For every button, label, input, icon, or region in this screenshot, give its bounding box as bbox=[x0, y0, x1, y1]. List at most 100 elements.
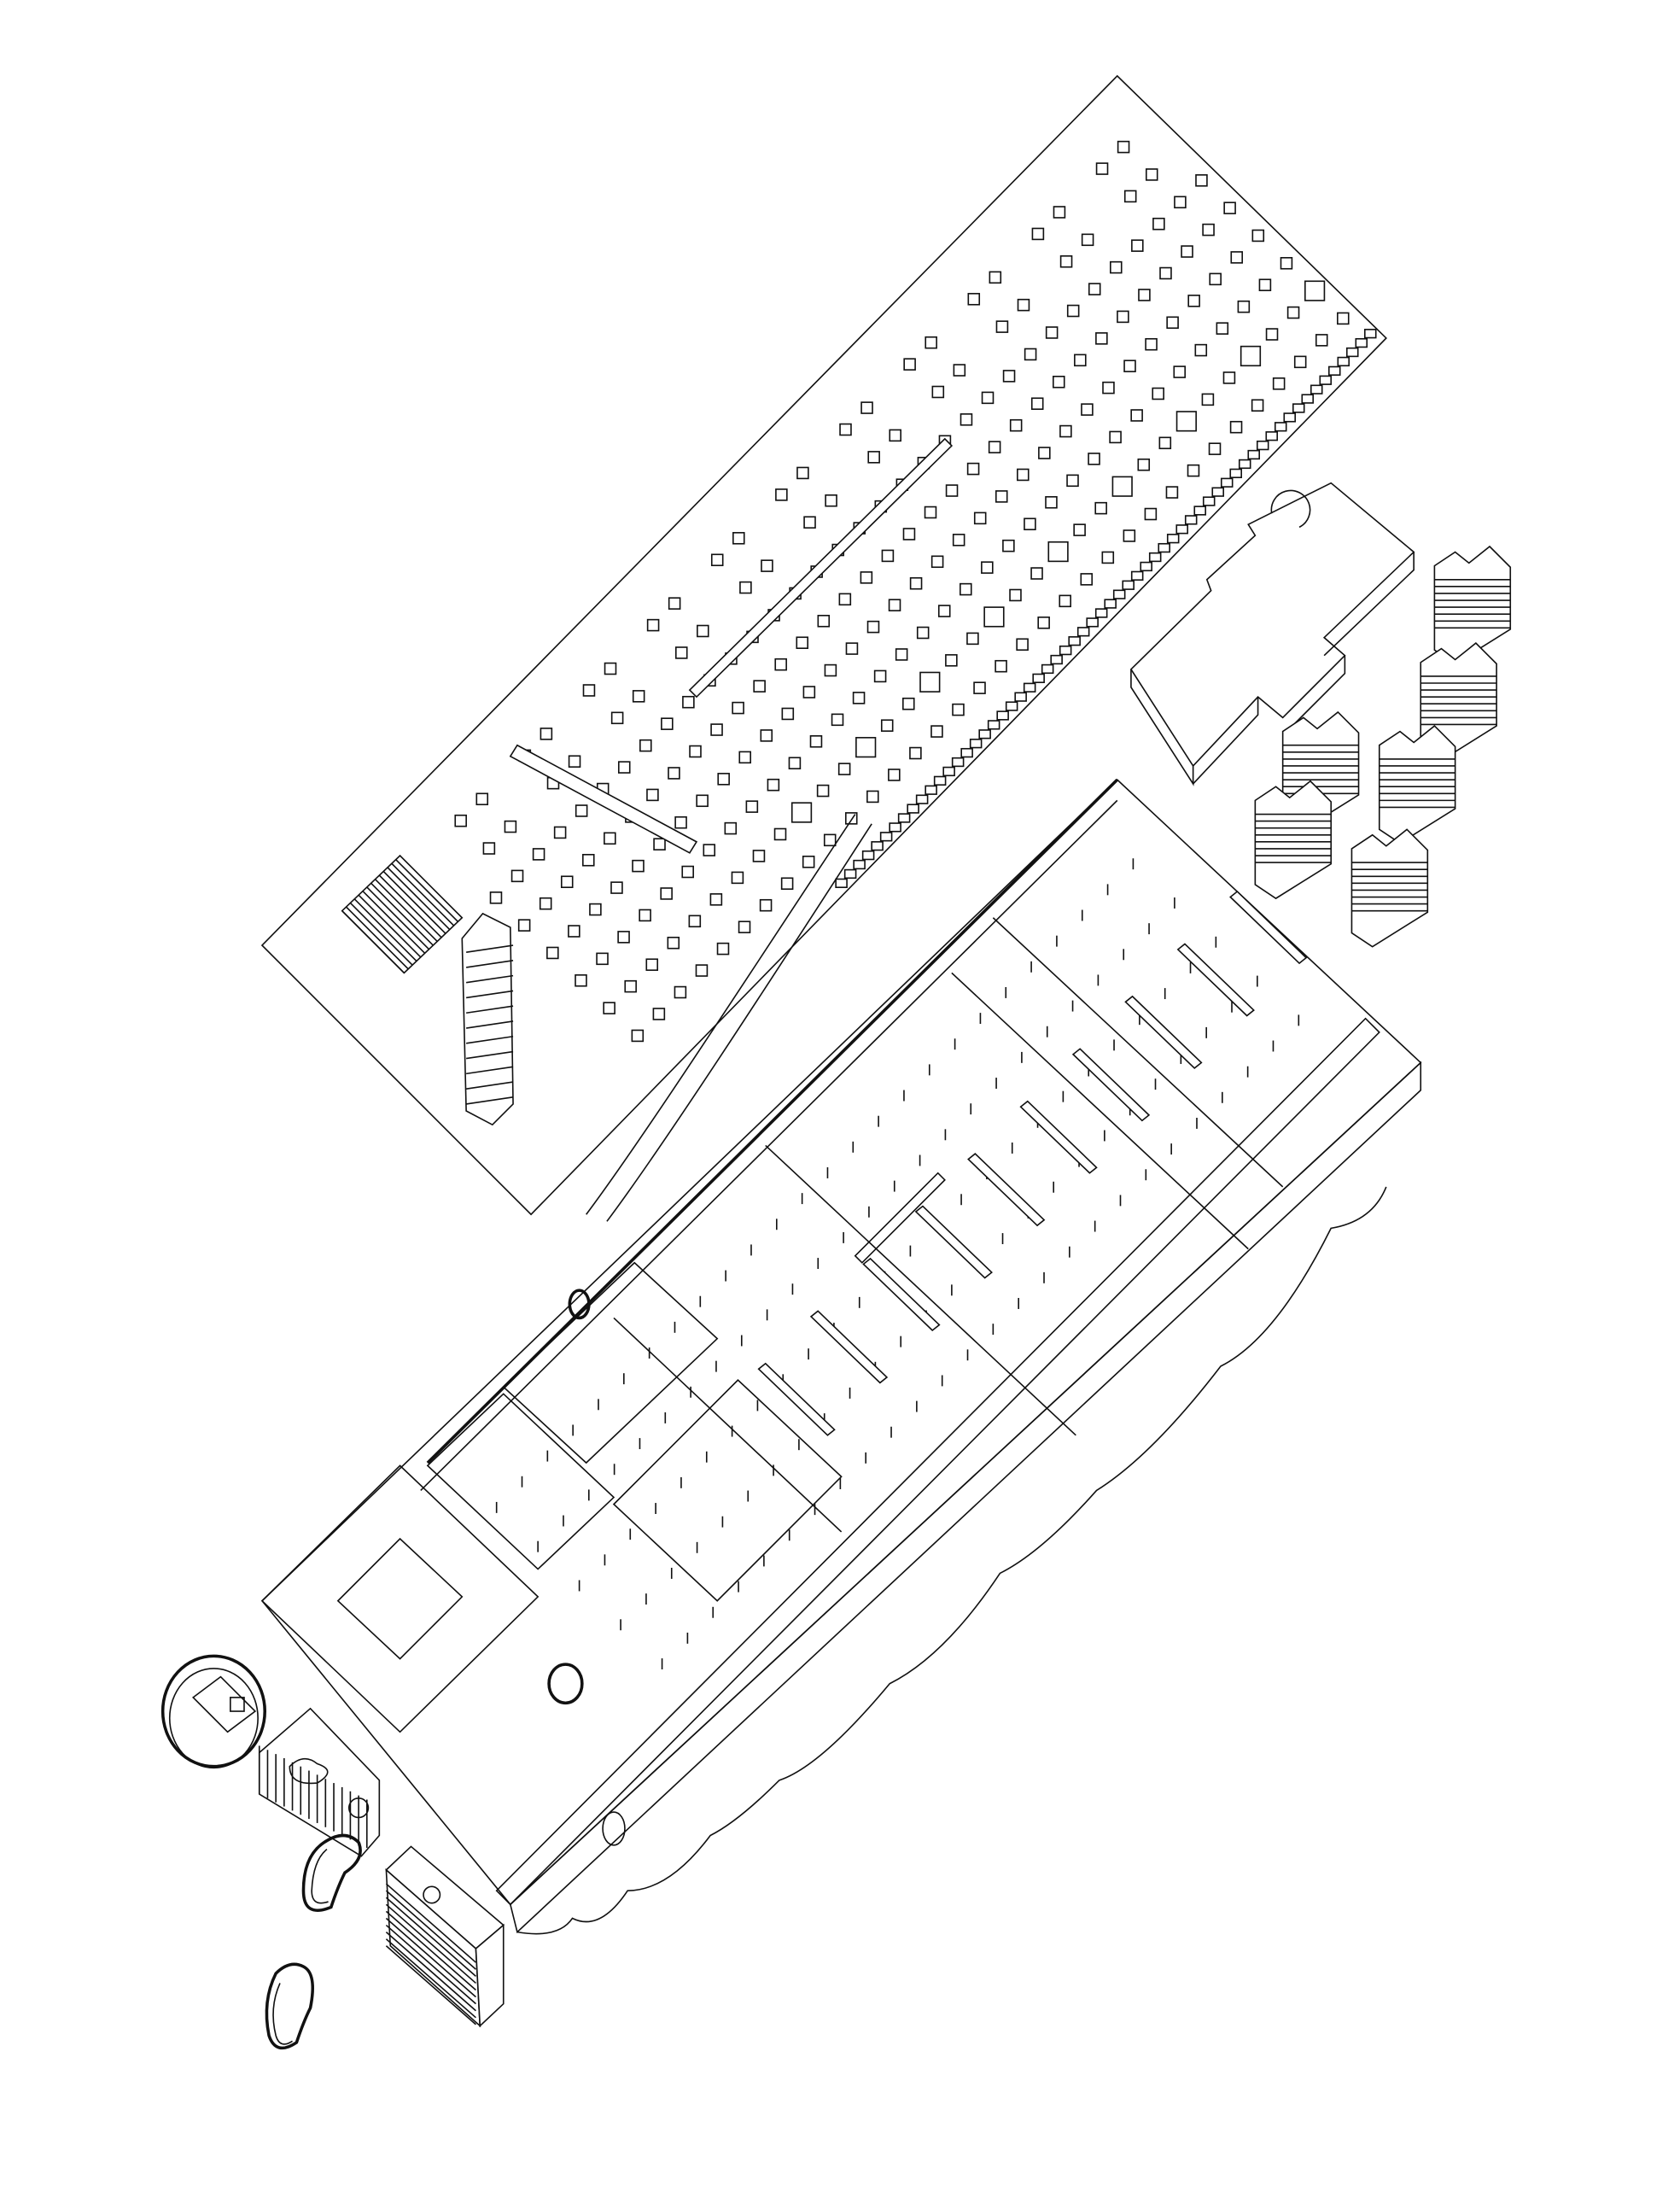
roof-column bbox=[909, 746, 922, 760]
sawtooth-unit bbox=[1059, 645, 1072, 656]
grid-rooms bbox=[426, 1393, 615, 1570]
roof-column bbox=[568, 755, 581, 768]
roof-column bbox=[1315, 334, 1328, 347]
roof-column bbox=[802, 686, 816, 698]
sawtooth-unit bbox=[978, 729, 991, 739]
cross-building-wall bbox=[1130, 669, 1194, 786]
roof-column bbox=[761, 559, 773, 572]
partition-wall bbox=[1124, 995, 1203, 1069]
roof-column bbox=[668, 767, 680, 780]
side-block-pool bbox=[289, 1757, 329, 1785]
cross-building-wall bbox=[1282, 655, 1346, 736]
roof-plate-outline bbox=[260, 74, 1387, 1216]
roof-column bbox=[1202, 223, 1215, 237]
roof-column bbox=[1094, 501, 1107, 515]
office-floor-line bbox=[385, 1897, 476, 1977]
tower-floor-lines bbox=[466, 944, 514, 1105]
cross-building-wall bbox=[1323, 552, 1415, 657]
sawtooth-unit bbox=[1122, 580, 1135, 590]
roof-column bbox=[1195, 174, 1208, 187]
sawtooth-unit bbox=[1247, 449, 1260, 460]
roof-column bbox=[1045, 326, 1059, 339]
roof-skylight-box bbox=[1111, 476, 1133, 497]
partition-wall bbox=[862, 1257, 941, 1332]
roof-column bbox=[1059, 254, 1073, 268]
roof-column bbox=[1159, 266, 1172, 280]
sawtooth-unit bbox=[960, 747, 973, 758]
roof-column bbox=[867, 451, 880, 464]
roof-column bbox=[873, 669, 887, 683]
roof-column bbox=[1030, 397, 1044, 410]
roof-column bbox=[716, 942, 730, 956]
sawtooth-unit bbox=[1274, 422, 1287, 432]
roof-column bbox=[1251, 399, 1264, 412]
sawtooth-unit bbox=[1238, 459, 1251, 470]
roof-column bbox=[1066, 304, 1080, 318]
office-floor-line bbox=[385, 1932, 476, 2012]
roof-column bbox=[1222, 371, 1236, 384]
sawtooth-unit bbox=[1112, 589, 1126, 599]
hatch-line bbox=[387, 867, 451, 931]
block bbox=[1254, 780, 1333, 900]
roof-column bbox=[668, 597, 681, 610]
roof-column bbox=[1059, 424, 1072, 438]
roof-column bbox=[504, 820, 517, 833]
roof-column bbox=[1024, 517, 1036, 531]
roof-column bbox=[1194, 343, 1208, 357]
roof-column bbox=[1181, 245, 1193, 258]
roof-column bbox=[825, 494, 837, 507]
roof-column bbox=[989, 271, 1002, 284]
roof-column bbox=[945, 484, 959, 497]
roof-column bbox=[988, 441, 1001, 453]
roof-column bbox=[888, 599, 901, 611]
hatch-line bbox=[353, 898, 417, 962]
roof-column bbox=[1229, 420, 1243, 434]
hatch-line bbox=[378, 874, 442, 938]
tower-floor-line bbox=[466, 944, 514, 953]
roof-column bbox=[1080, 573, 1094, 586]
sculpture-outer bbox=[265, 1962, 314, 2050]
sawtooth-unit bbox=[1041, 663, 1054, 675]
sawtooth-unit bbox=[987, 720, 1000, 730]
cross-building-roof bbox=[1129, 482, 1415, 768]
roof-column bbox=[603, 1002, 615, 1014]
roof-column bbox=[709, 893, 723, 906]
sawtooth-unit bbox=[1283, 412, 1297, 423]
landscape-edge bbox=[516, 1186, 1387, 1935]
roof-column bbox=[1102, 381, 1115, 395]
curved-canopy bbox=[586, 814, 856, 1215]
roof-column bbox=[1095, 332, 1108, 345]
roof-column bbox=[1066, 474, 1079, 488]
roof-column bbox=[930, 725, 943, 738]
roof-column bbox=[981, 391, 995, 405]
sawtooth-unit bbox=[1345, 347, 1359, 358]
sawtooth-unit bbox=[933, 775, 947, 786]
roof-column bbox=[689, 745, 702, 758]
roof-column bbox=[1209, 272, 1222, 286]
sawtooth-unit bbox=[915, 794, 929, 804]
roof-column bbox=[596, 952, 609, 966]
roof-column bbox=[1045, 496, 1058, 509]
facade-band bbox=[495, 1017, 1380, 1906]
roof-column bbox=[724, 821, 738, 835]
skylight-long bbox=[688, 437, 954, 698]
roof-column bbox=[703, 844, 716, 856]
roof-column bbox=[767, 778, 780, 792]
roof-column bbox=[1031, 227, 1045, 241]
roof-column bbox=[631, 1029, 645, 1043]
sculpture-loop bbox=[301, 1833, 362, 1912]
tower-floor-line bbox=[466, 1035, 514, 1044]
roof-column bbox=[639, 909, 651, 922]
roof-column bbox=[682, 695, 695, 709]
sawtooth-unit bbox=[879, 832, 893, 842]
roof-column bbox=[1074, 354, 1087, 367]
roof-column bbox=[589, 903, 602, 916]
hall-room bbox=[612, 1379, 843, 1602]
roof-column bbox=[667, 936, 680, 950]
roof-column bbox=[517, 919, 531, 932]
hatch-line bbox=[362, 891, 426, 954]
roof-plate bbox=[260, 74, 1387, 1222]
roof-column bbox=[732, 701, 744, 715]
roof-column bbox=[582, 854, 595, 867]
hatch-line bbox=[345, 906, 409, 970]
